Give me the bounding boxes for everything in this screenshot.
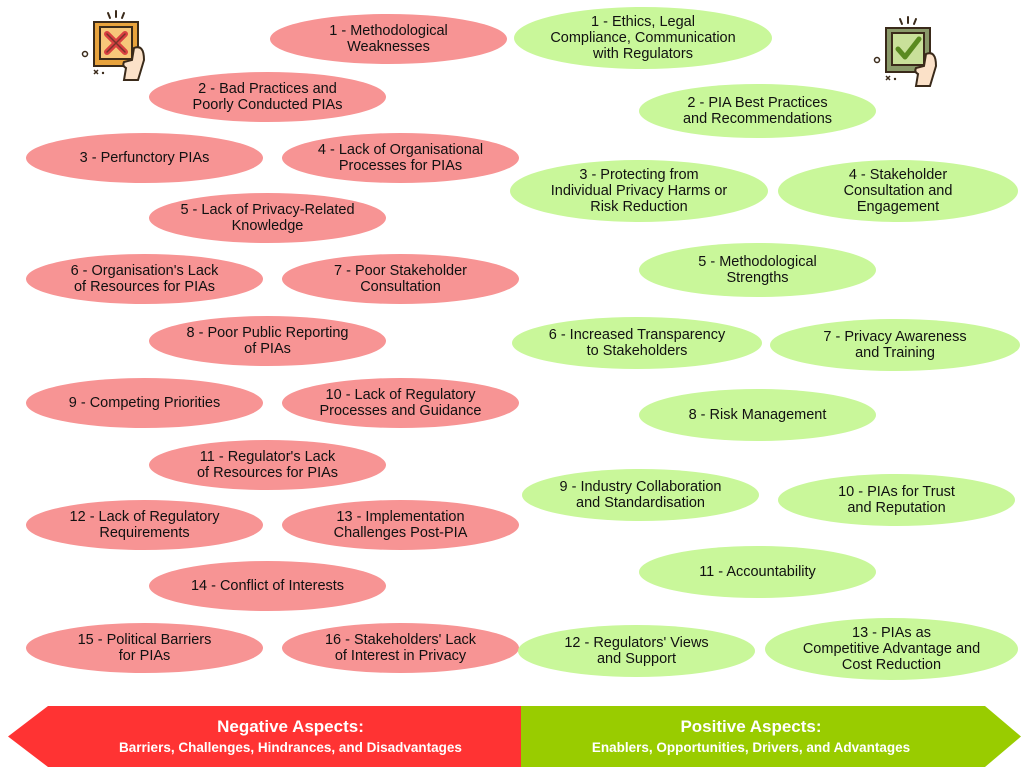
- negative-item: 6 - Organisation's Lack of Resources for…: [26, 254, 263, 304]
- positive-arrow: [521, 706, 1021, 767]
- negative-item: 10 - Lack of Regulatory Processes and Gu…: [282, 378, 519, 428]
- positive-item: 12 - Regulators' Views and Support: [518, 625, 755, 677]
- positive-item: 7 - Privacy Awareness and Training: [770, 319, 1020, 371]
- negative-item: 11 - Regulator's Lack of Resources for P…: [149, 440, 386, 490]
- positive-item: 6 - Increased Transparency to Stakeholde…: [512, 317, 762, 369]
- negative-item: 14 - Conflict of Interests: [149, 561, 386, 611]
- approve-card-icon: [873, 16, 938, 87]
- negative-item: 13 - Implementation Challenges Post-PIA: [282, 500, 519, 550]
- positive-item: 13 - PIAs as Competitive Advantage and C…: [765, 618, 1018, 680]
- positive-item: 9 - Industry Collaboration and Standardi…: [522, 469, 759, 521]
- aspect-arrows: [8, 706, 1021, 767]
- reject-card-icon: [81, 10, 146, 81]
- positive-item: 3 - Protecting from Individual Privacy H…: [510, 160, 768, 222]
- negative-item: 7 - Poor Stakeholder Consultation: [282, 254, 519, 304]
- positive-banner-title: Positive Aspects:: [680, 716, 822, 736]
- negative-item: 8 - Poor Public Reporting of PIAs: [149, 316, 386, 366]
- positive-banner: Positive Aspects: Enablers, Opportunitie…: [521, 706, 981, 767]
- positive-item: 8 - Risk Management: [639, 389, 876, 441]
- positive-item: 1 - Ethics, Legal Compliance, Communicat…: [514, 7, 772, 69]
- positive-item: 2 - PIA Best Practices and Recommendatio…: [639, 84, 876, 138]
- positive-banner-subtitle: Enablers, Opportunities, Drivers, and Ad…: [591, 739, 911, 755]
- negative-item: 5 - Lack of Privacy-Related Knowledge: [149, 193, 386, 243]
- negative-item: 2 - Bad Practices and Poorly Conducted P…: [149, 72, 386, 122]
- positive-item: 5 - Methodological Strengths: [639, 243, 876, 297]
- negative-item: 3 - Perfunctory PIAs: [26, 133, 263, 183]
- negative-banner-title: Negative Aspects:: [217, 716, 364, 736]
- negative-item: 9 - Competing Priorities: [26, 378, 263, 428]
- negative-arrow: [8, 706, 521, 767]
- negative-banner: Negative Aspects: Barriers, Challenges, …: [60, 706, 521, 767]
- negative-item: 12 - Lack of Regulatory Requirements: [26, 500, 263, 550]
- positive-item: 10 - PIAs for Trust and Reputation: [778, 474, 1015, 526]
- negative-item: 4 - Lack of Organisational Processes for…: [282, 133, 519, 183]
- negative-item: 15 - Political Barriers for PIAs: [26, 623, 263, 673]
- negative-item: 16 - Stakeholders' Lack of Interest in P…: [282, 623, 519, 673]
- negative-item: 1 - Methodological Weaknesses: [270, 14, 507, 64]
- positive-item: 4 - Stakeholder Consultation and Engagem…: [778, 160, 1018, 222]
- negative-banner-subtitle: Barriers, Challenges, Hindrances, and Di…: [119, 739, 462, 755]
- positive-item: 11 - Accountability: [639, 546, 876, 598]
